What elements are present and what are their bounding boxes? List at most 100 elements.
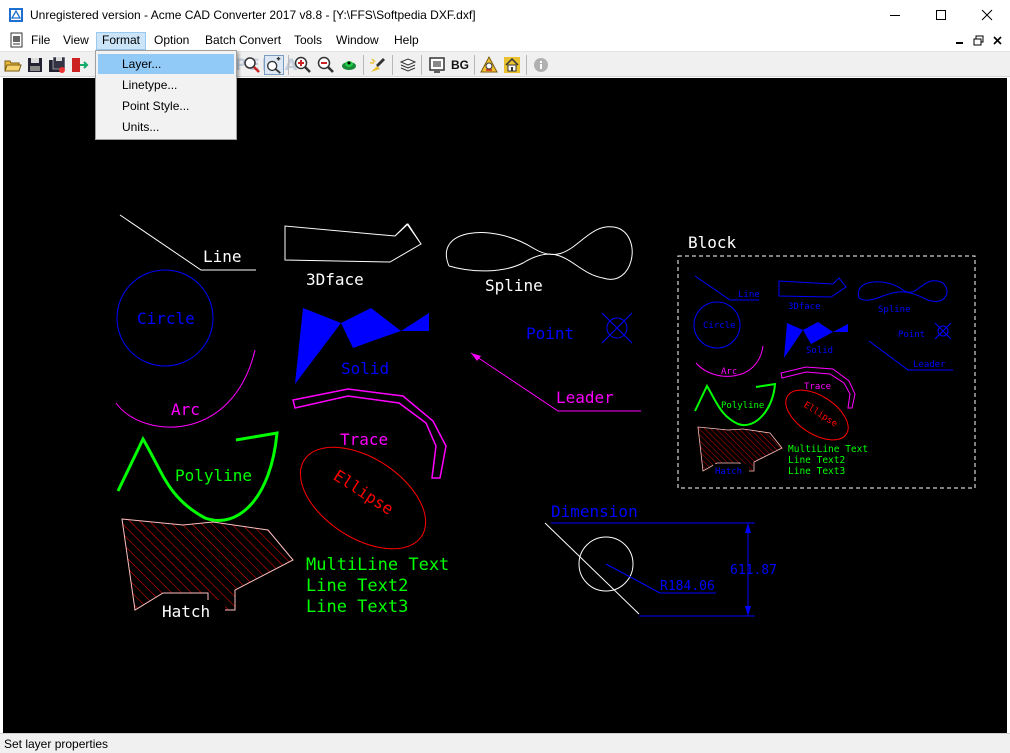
menu-batch-convert[interactable]: Batch Convert xyxy=(205,33,282,47)
spline-label: Spline xyxy=(485,276,543,295)
open-folder-icon[interactable] xyxy=(3,55,23,75)
maximize-icon xyxy=(936,10,946,20)
hatch-entity xyxy=(121,518,294,611)
dimension-label: Dimension xyxy=(551,502,638,521)
block-line xyxy=(694,275,759,301)
leader-label: Leader xyxy=(556,388,614,407)
block-arc-label: Arc xyxy=(721,367,737,377)
format-dropdown-menu: Layer... Linetype... Point Style... Unit… xyxy=(95,50,237,140)
block-solid-label: Solid xyxy=(806,346,833,356)
block-3dface-label: 3Dface xyxy=(788,302,821,312)
block-multiline-1: MultiLine Text xyxy=(788,444,868,455)
warning-icon[interactable] xyxy=(479,55,499,75)
multiline-text-3: Line Text3 xyxy=(306,597,408,617)
ellipse-entity xyxy=(299,446,427,550)
menu-file[interactable]: File xyxy=(31,33,51,47)
home-icon[interactable] xyxy=(502,55,522,75)
3dface-entity xyxy=(284,223,422,263)
app-icon xyxy=(9,8,23,22)
dim-arrow-top xyxy=(745,523,751,533)
cad-drawing: Line 3Dface Spline Circle Solid Point Ar… xyxy=(115,214,976,621)
hatch-label: Hatch xyxy=(162,602,210,621)
highlight-icon[interactable] xyxy=(368,55,388,75)
block-ellipse-label: Ellipse xyxy=(802,400,839,429)
doc-restore-icon[interactable] xyxy=(972,34,985,47)
block-ellipse xyxy=(785,389,849,441)
close-icon xyxy=(981,9,993,21)
3dface-label: 3Dface xyxy=(306,270,364,289)
menu-item-point-style[interactable]: Point Style... xyxy=(122,99,190,113)
document-icon[interactable] xyxy=(9,32,25,48)
menu-view[interactable]: View xyxy=(63,33,89,47)
menu-window[interactable]: Window xyxy=(336,33,379,47)
zoom-realtime-button[interactable] xyxy=(264,55,284,75)
dimension-value: 611.87 xyxy=(730,563,777,578)
block-leader-label: Leader xyxy=(913,360,946,370)
block-multiline-3: Line Text3 xyxy=(788,466,845,477)
block-arc xyxy=(695,345,764,377)
leader-entity xyxy=(470,352,641,412)
block-point-label: Point xyxy=(898,330,925,340)
status-bar: Set layer properties xyxy=(0,733,1010,753)
save-icon[interactable] xyxy=(25,55,45,75)
close-button[interactable] xyxy=(964,0,1010,30)
block-solid xyxy=(784,322,848,358)
display-icon[interactable] xyxy=(427,55,447,75)
background-color-button[interactable]: BG xyxy=(451,58,469,72)
menu-item-layer[interactable]: Layer... xyxy=(98,54,234,74)
menu-item-linetype[interactable]: Linetype... xyxy=(122,78,178,92)
save-all-icon[interactable] xyxy=(47,55,67,75)
hatch-label-bg xyxy=(160,600,225,620)
convert-icon[interactable] xyxy=(69,55,89,75)
polyline-entity xyxy=(116,431,279,522)
dim-arrow-bottom xyxy=(745,606,751,616)
block-point-circle xyxy=(937,325,949,337)
minimize-button[interactable] xyxy=(872,0,918,30)
zoom-window-icon[interactable] xyxy=(242,55,262,75)
maximize-button[interactable] xyxy=(918,0,964,30)
doc-close-icon[interactable] xyxy=(991,34,1004,47)
menu-bar: File View Format Option Batch Convert To… xyxy=(0,30,1010,51)
zoom-in-icon[interactable] xyxy=(293,55,313,75)
block-circle xyxy=(693,301,741,349)
layers-icon[interactable] xyxy=(398,55,418,75)
zoom-out-icon[interactable] xyxy=(316,55,336,75)
toolbar-separator xyxy=(526,55,527,75)
title-bar: Unregistered version - Acme CAD Converte… xyxy=(0,0,1010,30)
zoom-extents-icon[interactable] xyxy=(339,55,359,75)
arc-label: Arc xyxy=(171,400,200,419)
block-polyline-label: Polyline xyxy=(721,401,764,411)
block-spline-label: Spline xyxy=(878,305,911,315)
doc-minimize-icon[interactable] xyxy=(953,34,966,47)
block-trace-label: Trace xyxy=(804,382,831,392)
leader-arrow xyxy=(471,353,481,361)
block-line-label: Line xyxy=(738,290,760,300)
info-icon[interactable] xyxy=(531,55,551,75)
menu-item-units[interactable]: Units... xyxy=(122,120,160,134)
menu-format[interactable]: Format xyxy=(96,32,147,50)
line-entity xyxy=(119,214,256,271)
block-leader xyxy=(868,340,953,371)
trace-entity xyxy=(292,388,447,479)
block-polyline xyxy=(694,382,777,427)
block-contents: Line 3Dface Spline Circle Solid Point Le… xyxy=(693,275,953,477)
point-entity xyxy=(606,317,628,339)
toolbar-separator xyxy=(363,55,364,75)
toolbar-separator xyxy=(421,55,422,75)
menu-option[interactable]: Option xyxy=(154,33,190,47)
block-3dface xyxy=(778,277,847,298)
circle-entity xyxy=(116,269,214,367)
solid-entity xyxy=(295,308,429,384)
point-label: Point xyxy=(526,324,574,343)
block-hatch-label-bg xyxy=(713,464,749,475)
menu-help[interactable]: Help xyxy=(394,33,419,47)
circle-label: Circle xyxy=(137,309,195,328)
multiline-text-2: Line Text2 xyxy=(306,576,408,596)
toolbar-separator xyxy=(392,55,393,75)
drawing-canvas[interactable]: Line 3Dface Spline Circle Solid Point Ar… xyxy=(3,78,1007,733)
block-hatch-label: Hatch xyxy=(715,467,742,477)
spline-entity xyxy=(446,226,633,280)
menu-tools[interactable]: Tools xyxy=(294,33,323,47)
block-label: Block xyxy=(688,233,737,252)
block-circle-label: Circle xyxy=(703,321,736,331)
